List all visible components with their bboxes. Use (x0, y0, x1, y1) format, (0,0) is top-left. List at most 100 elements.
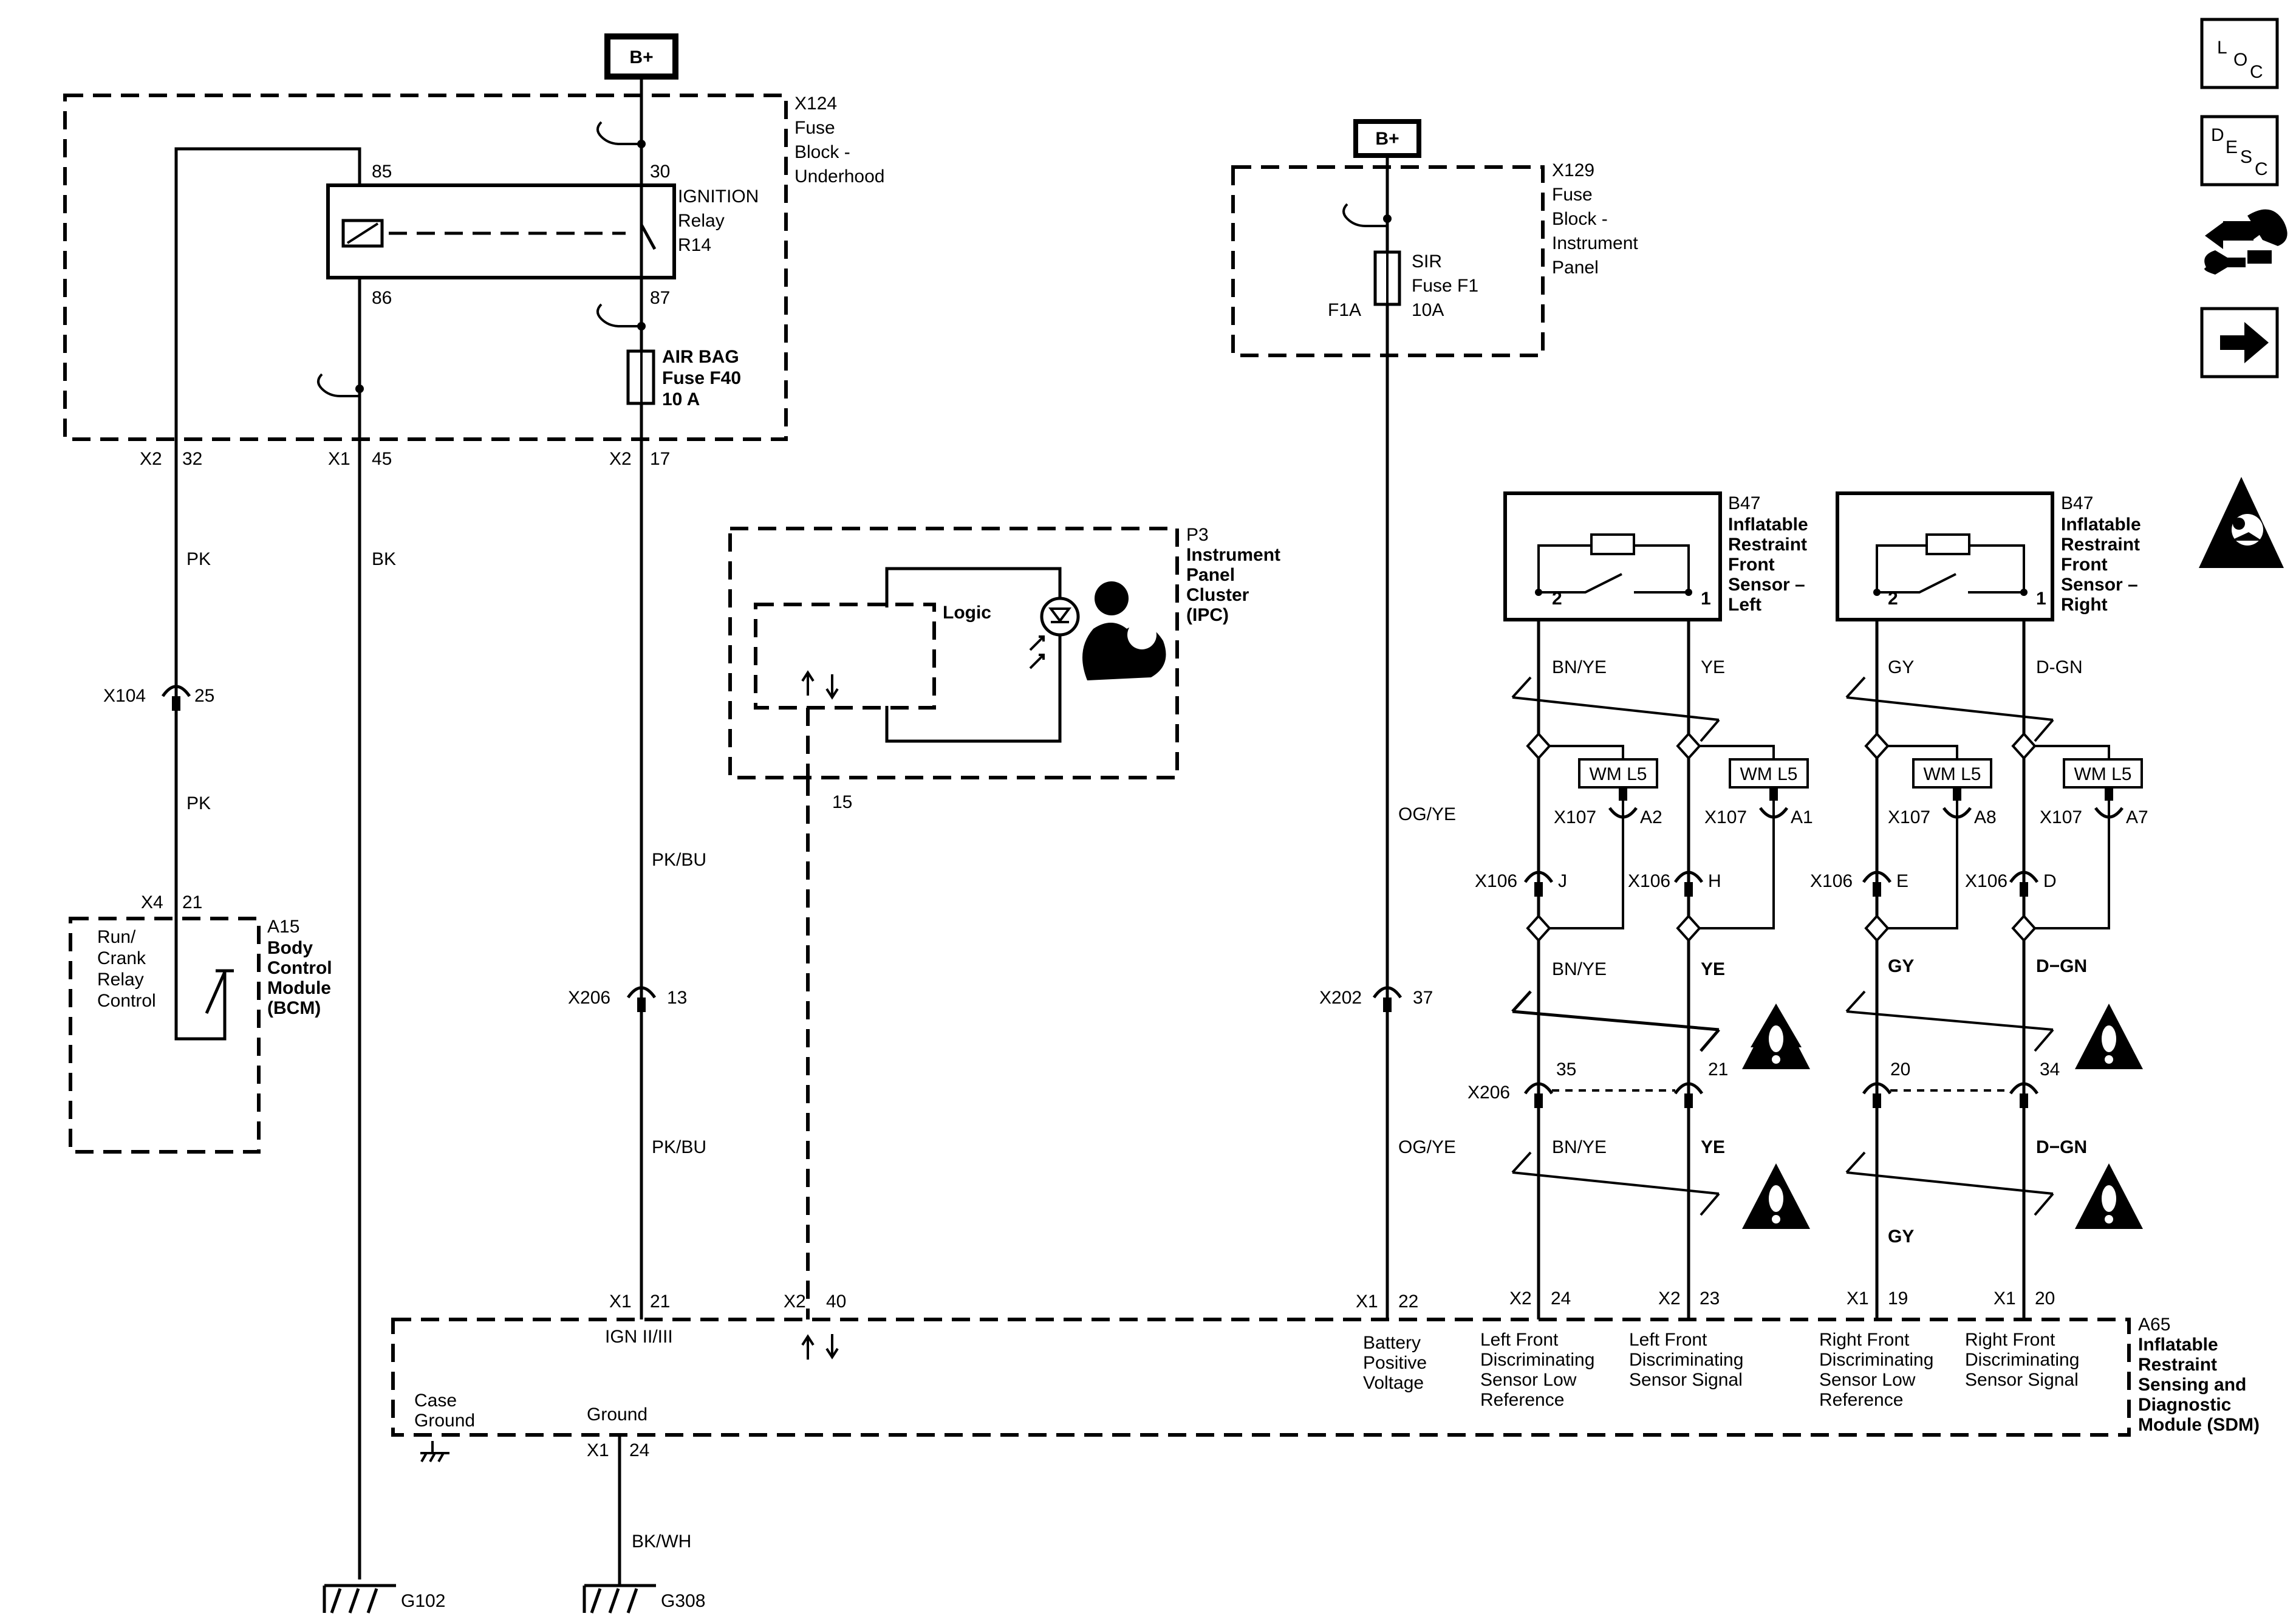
x206-left-connector: X206 13 (568, 986, 687, 1012)
sdm-rlow-conn: X1 (1847, 1288, 1869, 1309)
x202-pin: 37 (1413, 988, 1433, 1008)
splice-hook-86 (317, 373, 360, 397)
ipc-name-2: Instrument (1186, 545, 1280, 565)
sensor-right-box (1836, 491, 2054, 621)
wire-label-pk1: PK (186, 549, 211, 569)
wire-label-l-ye3: YE (1701, 1137, 1725, 1157)
wm-l5-left-1: WM L5 (1578, 758, 1658, 789)
loc-icon[interactable]: L O C (2200, 18, 2279, 89)
bcm-name-2: Body (267, 938, 313, 958)
bcm-func-3: Relay (97, 970, 144, 990)
bcm-name-3: Control (267, 958, 332, 978)
sensor-left-name-5: Sensor – (1728, 575, 1805, 595)
twist-right-3 (1845, 1151, 2054, 1216)
sdm-llow-label-2: Discriminating (1480, 1350, 1594, 1370)
relay-switch (640, 224, 657, 250)
x107-c3: X107 (1888, 807, 1930, 827)
twist-right-1 (1845, 676, 2054, 742)
x124-out-c2: X1 (328, 449, 350, 469)
x106-c1: X106 (1475, 871, 1517, 891)
x129-desc-4: Panel (1552, 258, 1599, 278)
ipc-logic-label: Logic (943, 603, 991, 623)
twist-left-2 (1511, 990, 1720, 1052)
x107-c4: X107 (2040, 807, 2082, 827)
x206-right-conn: X206 (1467, 1083, 1510, 1103)
sdm-ground-label: Ground (587, 1405, 647, 1425)
wire-label-pk2: PK (186, 793, 211, 813)
wire-label-r-dgn2: D−GN (2036, 956, 2087, 976)
wire-label-r-dgn3: D−GN (2036, 1137, 2087, 1157)
sdm-lsig-label-1: Left Front (1629, 1330, 1707, 1350)
sdm-llow-conn: X2 (1509, 1288, 1532, 1309)
sdm-name-2: Inflatable (2138, 1335, 2218, 1355)
x124-fuse-block-box (63, 94, 788, 441)
wm-l5-right-2: WM L5 (2063, 758, 2143, 789)
x124-out-c3: X2 (609, 449, 632, 469)
b-plus-right-label: B+ (1375, 129, 1399, 149)
wire-label-ogye1: OG/YE (1398, 804, 1456, 824)
sensor-right-name-3: Restraint (2061, 535, 2140, 555)
sdm-box (391, 1318, 2131, 1437)
sdm-llow-label-3: Sensor Low (1480, 1370, 1577, 1390)
x206-left-conn: X206 (568, 988, 610, 1008)
x124-desc-2: Block - (794, 142, 850, 162)
airbag-person-icon (1082, 581, 1166, 680)
sdm-lsig-label-2: Discriminating (1629, 1350, 1743, 1370)
wire-label-pkbu1: PK/BU (652, 850, 706, 870)
bcm-func-1: Run/ (97, 927, 136, 947)
caution-icon-2 (2075, 1004, 2143, 1069)
sensor-right-pin2: 2 (1888, 589, 1898, 609)
sdm-gnd-pin: 24 (629, 1440, 649, 1460)
bcm-conn: X4 (141, 892, 163, 912)
sensor-right-name-4: Front (2061, 555, 2108, 575)
fuse-f1-pin: F1A (1328, 300, 1361, 320)
sdm-ign-label: IGN II/III (605, 1327, 673, 1347)
x104-connector: X104 25 (103, 685, 214, 711)
sdm-name-6: Module (SDM) (2138, 1415, 2260, 1435)
connector-wrench-icon[interactable] (2204, 209, 2287, 275)
ground-g308: G308 (583, 1584, 705, 1613)
bcm-switch (205, 971, 227, 1015)
wire-label-r-gy1: GY (1888, 657, 1914, 677)
caution-icon-1 (1742, 1004, 1810, 1069)
desc-icon[interactable]: D E S C (2200, 115, 2279, 186)
fuse-f1-name-1: SIR (1412, 252, 1442, 272)
b-plus-left-label: B+ (629, 47, 653, 67)
sensor-left-name-6: Left (1728, 595, 1761, 615)
sdm-ipc-pin: 40 (826, 1292, 846, 1312)
airbag-warning-icon[interactable] (2199, 477, 2284, 568)
x129-desc-1: Fuse (1552, 185, 1593, 205)
x124-out-p1: 32 (182, 449, 202, 469)
x129-desc-3: Instrument (1552, 233, 1638, 253)
wire-label-pkbu2: PK/BU (652, 1137, 706, 1157)
x104-pin: 25 (194, 686, 214, 706)
pk-wire (174, 147, 361, 1039)
loc-letter-l: L (2217, 38, 2227, 58)
sensor-right-name-6: Right (2061, 595, 2108, 615)
bcm-name-5: (BCM) (267, 998, 321, 1018)
bcm-func-2: Crank (97, 948, 146, 968)
twist-left-1 (1511, 676, 1720, 742)
ground-g102: G102 (323, 1584, 445, 1613)
sdm-ipc-conn: X2 (784, 1292, 806, 1312)
ipc-name-1: P3 (1186, 525, 1209, 545)
ipc-name-4: Cluster (1186, 585, 1249, 605)
sensor-left-name-4: Front (1728, 555, 1775, 575)
arrow-right-icon[interactable] (2200, 307, 2279, 378)
x106-c2: X106 (1628, 871, 1670, 891)
sdm-bat-label-3: Voltage (1363, 1373, 1424, 1393)
wm-r2-label: WM L5 (2074, 764, 2131, 784)
sdm-bat-label-2: Positive (1363, 1353, 1427, 1373)
ipc-logic-box (754, 603, 936, 710)
x107-c1: X107 (1554, 807, 1596, 827)
sensor-left-pin1: 1 (1701, 589, 1711, 609)
x124-desc-1: Fuse (794, 118, 835, 138)
fuse-f1-name-2: Fuse F1 (1412, 276, 1478, 296)
sdm-rlow-label-3: Sensor Low (1819, 1370, 1916, 1390)
x206-right-p1: 35 (1556, 1059, 1576, 1080)
sdm-lsig-conn: X2 (1658, 1288, 1681, 1309)
wm-l1-label: WM L5 (1589, 764, 1647, 784)
sdm-name-1: A65 (2138, 1315, 2170, 1335)
x106-p3: E (1896, 871, 1908, 891)
